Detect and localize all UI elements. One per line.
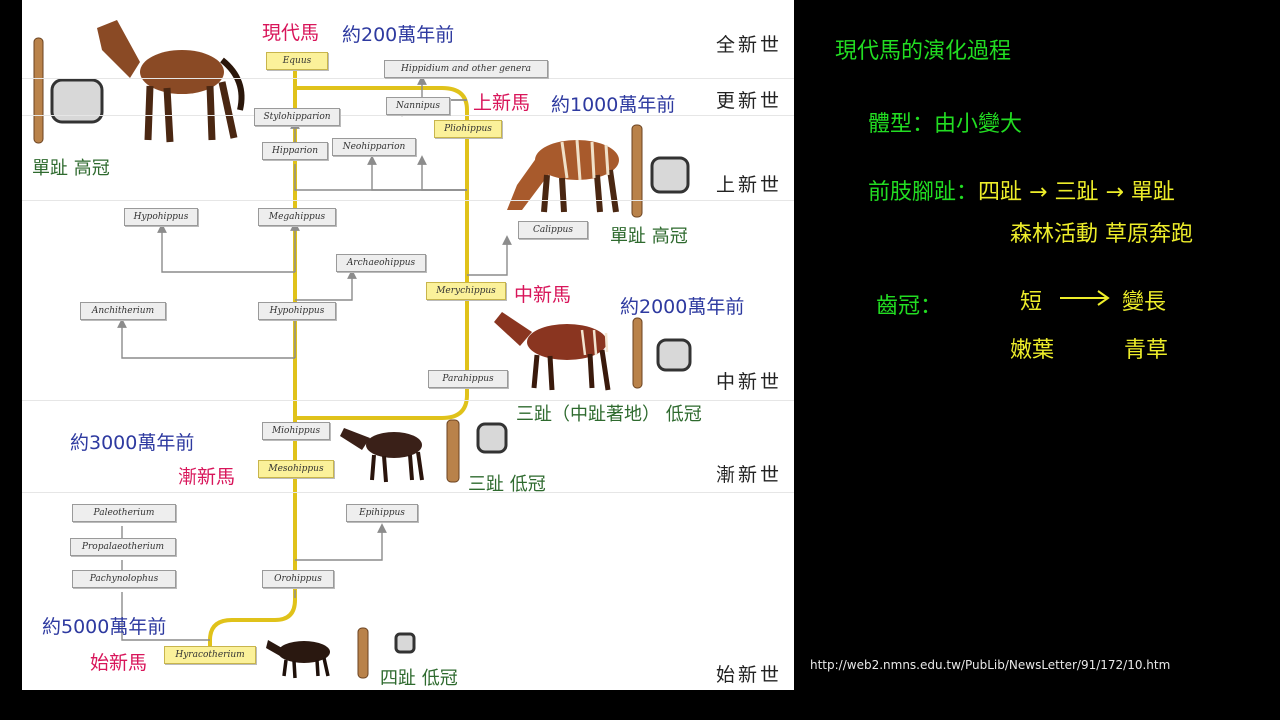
genus-hypohippus-mid: Hypohippus <box>258 302 336 320</box>
horse-illustration-pliohippus <box>507 139 619 213</box>
genus-pachynolophus: Pachynolophus <box>72 570 176 588</box>
era-eocene: 始新世 <box>716 664 783 686</box>
notes-toes-label: 前肢腳趾： <box>868 180 979 205</box>
label-miocene-horse: 中新馬 <box>514 284 572 306</box>
label-eocene-horse: 始新馬 <box>90 652 148 674</box>
genus-megahippus: Megahippus <box>258 208 336 226</box>
label-hyracotherium-feature: 四趾 低冠 <box>380 668 458 689</box>
genus-anchitherium: Anchitherium <box>80 302 166 320</box>
genus-merychippus: Merychippus <box>426 282 506 300</box>
era-oligocene: 漸新世 <box>716 464 783 486</box>
era-holocene: 全新世 <box>716 34 783 56</box>
notes-grass-food: 青草 <box>1124 338 1169 363</box>
label-miocene-time: 約2000萬年前 <box>620 296 745 318</box>
notes-crown-long: 變長 <box>1122 290 1167 315</box>
label-modern-horse: 現代馬 <box>262 22 320 44</box>
genus-calippus: Calippus <box>518 221 588 239</box>
genus-miohippus: Miohippus <box>262 422 330 440</box>
lineage-lines <box>33 20 692 679</box>
genus-stylohipparion: Stylohipparion <box>254 108 340 126</box>
genus-epihippus: Epihippus <box>346 504 418 522</box>
notes-toes-one: 單趾 <box>1130 180 1175 205</box>
branch-lines <box>117 75 512 641</box>
era-miocene: 中新世 <box>716 371 783 393</box>
label-mesohippus-feature: 三趾 低冠 <box>468 474 546 495</box>
label-pliohippus-feature: 單趾 高冠 <box>610 226 688 247</box>
horse-illustration-hyracotherium <box>266 640 330 679</box>
source-url: http://web2.nmns.edu.tw/PubLib/NewsLette… <box>810 658 1171 672</box>
notes-crown-label: 齒冠： <box>876 294 943 319</box>
genus-equus: Equus <box>266 52 328 70</box>
horse-illustration-merychippus <box>494 312 611 391</box>
label-modern-time: 約200萬年前 <box>342 24 455 46</box>
notes-leaf-food: 嫩葉 <box>1010 338 1055 363</box>
notes-toes-four: 四趾 <box>978 180 1023 205</box>
label-oligocene-horse: 漸新馬 <box>178 466 236 488</box>
notes-arrow-2: → <box>1105 180 1124 205</box>
label-equus-feature: 單趾 高冠 <box>32 158 110 179</box>
notes-toes-row: 前肢腳趾：四趾 → 三趾 → 單趾 <box>868 174 1175 206</box>
notes-toes-three: 三趾 <box>1054 180 1099 205</box>
tooth-icons <box>50 78 692 654</box>
genus-paleotherium: Paleotherium <box>72 504 176 522</box>
genus-parahippus: Parahippus <box>428 370 508 388</box>
horse-illustration-mesohippus <box>340 428 424 483</box>
label-merychippus-feature: 三趾（中趾著地） 低冠 <box>516 404 702 425</box>
horse-evolution-diagram: 全新世 更新世 上新世 中新世 漸新世 始新世 Equus Hippidium … <box>22 0 794 690</box>
era-pleistocene: 更新世 <box>716 90 783 112</box>
genus-hipparion: Hipparion <box>262 142 328 160</box>
genus-nannipus: Nannipus <box>386 97 450 115</box>
label-oligocene-time: 約3000萬年前 <box>70 432 195 454</box>
genus-archaeohippus: Archaeohippus <box>336 254 426 272</box>
notes-habitat: 森林活動 草原奔跑 <box>1010 222 1193 247</box>
genus-hippidium: Hippidium and other genera <box>384 60 548 78</box>
genus-pliohippus: Pliohippus <box>434 120 502 138</box>
genus-propalaeotherium: Propalaeotherium <box>70 538 176 556</box>
genus-orohippus: Orohippus <box>262 570 334 588</box>
main-lineage-line <box>208 70 469 655</box>
label-pliocene-horse: 上新馬 <box>473 92 531 114</box>
leg-bone-icons <box>33 37 643 679</box>
notes-arrow-1: → <box>1029 180 1048 205</box>
label-eocene-time: 約5000萬年前 <box>42 616 167 638</box>
long-arrow-icon <box>1060 290 1110 306</box>
genus-hypohippus-top: Hypohippus <box>124 208 198 226</box>
label-pliocene-time: 約1000萬年前 <box>551 94 676 116</box>
horse-illustration-equus <box>97 20 245 143</box>
genus-mesohippus: Mesohippus <box>258 460 334 478</box>
genus-hyracotherium: Hyracotherium <box>164 646 256 664</box>
notes-title: 現代馬的演化過程 <box>835 39 1012 64</box>
era-pliocene: 上新世 <box>716 174 783 196</box>
genus-neohipparion: Neohipparion <box>332 138 416 156</box>
notes-body-size: 體型：由小變大 <box>868 112 1023 137</box>
notes-crown-short: 短 <box>1020 290 1043 315</box>
